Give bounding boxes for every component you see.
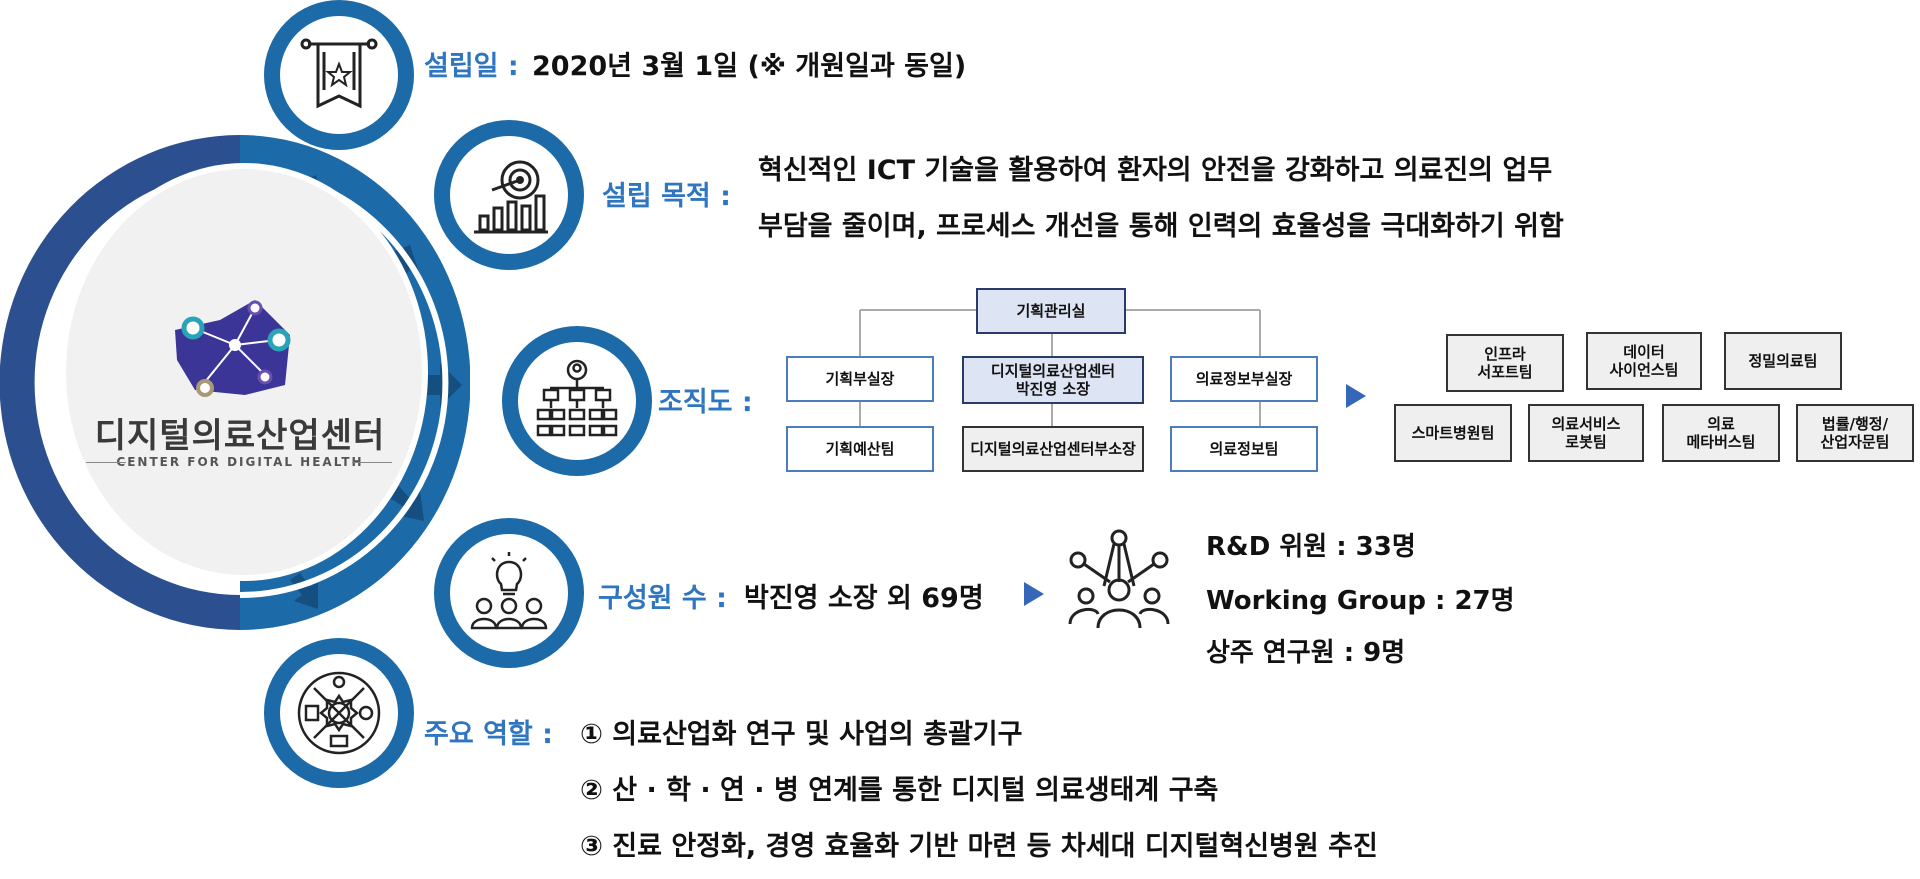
- role-item: ② 산 · 학 · 연 · 병 연계를 통한 디지털 의료생태계 구축: [580, 775, 1219, 806]
- network-logo-icon: [175, 300, 291, 397]
- founding-label: 설립일 :: [424, 51, 519, 82]
- team-box: 인프라 서포트팀: [1446, 334, 1564, 392]
- role-item: ① 의료산업화 연구 및 사업의 총괄기구: [580, 719, 1023, 750]
- banner-icon: [300, 38, 378, 109]
- roles-gear-icon: [297, 671, 381, 755]
- idea-team-icon: [470, 552, 548, 630]
- team-box: 의료 메타버스팀: [1662, 404, 1780, 462]
- team-box: 의료서비스 로봇팀: [1528, 404, 1644, 462]
- org-box-planning-budget-team: 기획예산팀: [786, 426, 934, 472]
- roles-gear-icon-circle: [264, 638, 414, 788]
- member-stat: R&D 위원 : 33명: [1206, 532, 1416, 562]
- founding-value: 2020년 3월 1일 (※ 개원일과 동일): [532, 51, 967, 82]
- org-box-planning-office: 기획관리실: [976, 288, 1126, 334]
- logo-rule-right: [352, 462, 392, 463]
- member-stat: 상주 연구원 : 9명: [1206, 638, 1406, 668]
- logo-rule-left: [86, 462, 126, 463]
- logo-title: 디지털의료산업센터: [94, 416, 386, 456]
- role-item: ③ 진료 안정화, 경영 효율화 기반 마련 등 차세대 디지털혁신병원 추진: [580, 831, 1378, 862]
- team-box: 스마트병원팀: [1394, 404, 1512, 462]
- org-box-planning-deputy: 기획부실장: [786, 356, 934, 402]
- members-label: 구성원 수 :: [598, 583, 727, 614]
- purpose-label: 설립 목적 :: [602, 181, 731, 212]
- team-box: 정밀의료팀: [1724, 332, 1842, 390]
- org-chart-icon-circle: [502, 326, 652, 476]
- group-network-icon: [1068, 529, 1170, 629]
- org-box-medinfo-deputy: 의료정보부실장: [1170, 356, 1318, 402]
- banner-icon-circle: [264, 0, 414, 150]
- team-box: 데이터 사이언스팀: [1586, 332, 1702, 390]
- org-box-center-director: 디지털의료산업센터 박진영 소장: [962, 356, 1144, 404]
- idea-team-icon-circle: [434, 518, 584, 668]
- target-chart-icon-circle: [434, 120, 584, 270]
- org-chart-icon: [536, 359, 618, 437]
- org-box-center-vice-director: 디지털의료산업센터부소장: [962, 426, 1144, 472]
- org-label: 조직도 :: [658, 387, 753, 418]
- target-chart-icon: [474, 160, 548, 234]
- purpose-line1: 혁신적인 ICT 기술을 활용하여 환자의 안전을 강화하고 의료진의 업무: [758, 155, 1553, 186]
- roles-label: 주요 역할 :: [424, 719, 553, 750]
- logo-subtitle: CENTER FOR DIGITAL HEALTH: [116, 455, 364, 469]
- purpose-line2: 부담을 줄이며, 프로세스 개선을 통해 인력의 효율성을 극대화하기 위함: [758, 211, 1564, 242]
- members-arrow-icon: [1024, 582, 1044, 606]
- member-stat: Working Group : 27명: [1206, 586, 1515, 616]
- members-value: 박진영 소장 외 69명: [744, 583, 984, 614]
- org-arrow-icon: [1346, 384, 1366, 408]
- team-box: 법률/행정/ 산업자문팀: [1796, 404, 1914, 462]
- org-box-medinfo-team: 의료정보팀: [1170, 426, 1318, 472]
